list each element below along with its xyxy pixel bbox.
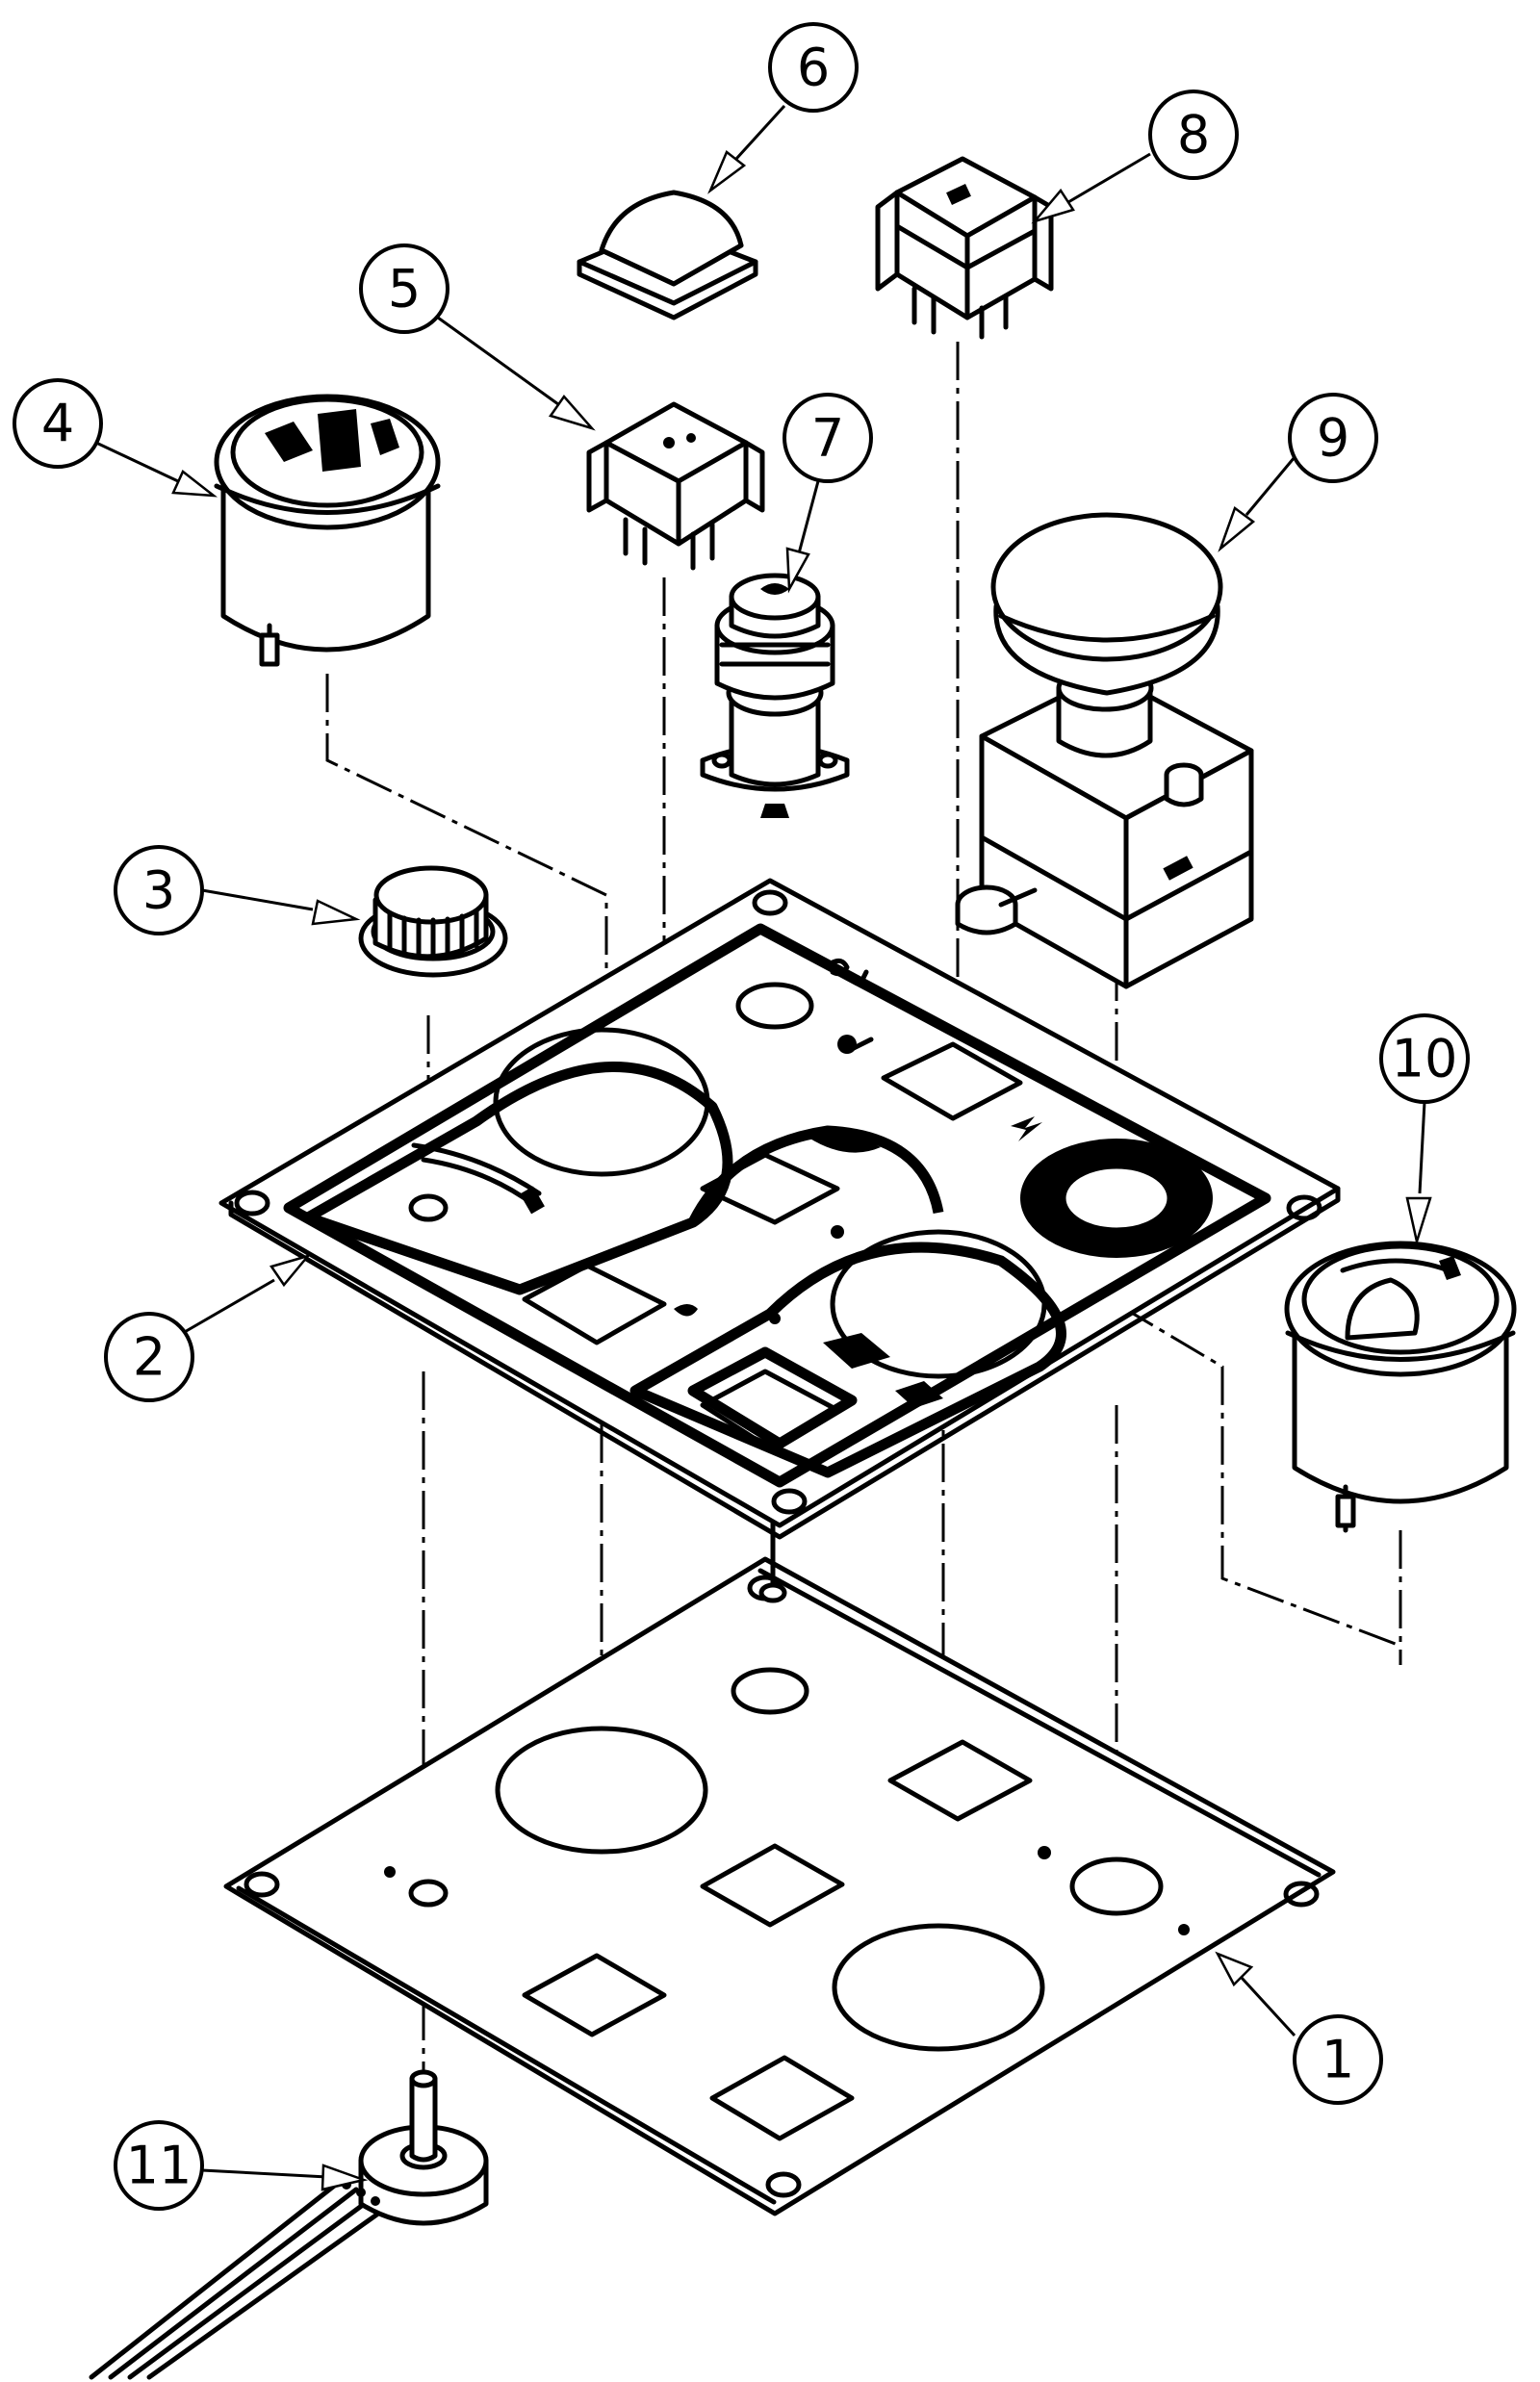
callout-11-label: 11: [126, 2136, 192, 2196]
callout-5: 5: [359, 243, 596, 431]
part-2-front-panel: [218, 878, 1341, 1540]
callout-10: 10: [1379, 1013, 1470, 1246]
part-11-sender: [89, 2069, 489, 2380]
callout-2-label: 2: [133, 1327, 166, 1388]
part-6-switch-cap: [577, 190, 758, 320]
part-9-emergency-stop: [955, 512, 1254, 989]
part-8-rocker-switch: [875, 156, 1054, 340]
callouts: 1 2 3 4 5: [13, 22, 1470, 2211]
callout-6: 6: [707, 22, 859, 194]
part-1-back-plate: [223, 1556, 1336, 2216]
callout-6-label: 6: [797, 38, 830, 98]
callout-7: 7: [783, 393, 873, 594]
part-4-gauge: [214, 394, 441, 667]
callout-3-label: 3: [142, 860, 175, 921]
callout-2: 2: [104, 1253, 312, 1402]
callout-11: 11: [114, 2120, 369, 2211]
callout-4: 4: [13, 378, 218, 498]
callout-10-label: 10: [1392, 1029, 1458, 1089]
callout-9-label: 9: [1317, 408, 1349, 469]
part-7-key-switch: [700, 573, 850, 818]
callout-7-label: 7: [811, 408, 844, 469]
part-5-rocker-switch: [586, 401, 765, 571]
callout-8-label: 8: [1177, 105, 1210, 166]
callout-9: 9: [1218, 393, 1378, 552]
part-3-knob: [358, 865, 508, 978]
callout-3: 3: [114, 845, 361, 935]
callout-1-label: 1: [1322, 2030, 1354, 2090]
part-10-gauge: [1284, 1241, 1517, 1533]
callout-5-label: 5: [388, 259, 421, 320]
callout-1: 1: [1215, 1951, 1383, 2105]
callout-4-label: 4: [41, 394, 74, 454]
callout-8: 8: [1031, 90, 1239, 224]
